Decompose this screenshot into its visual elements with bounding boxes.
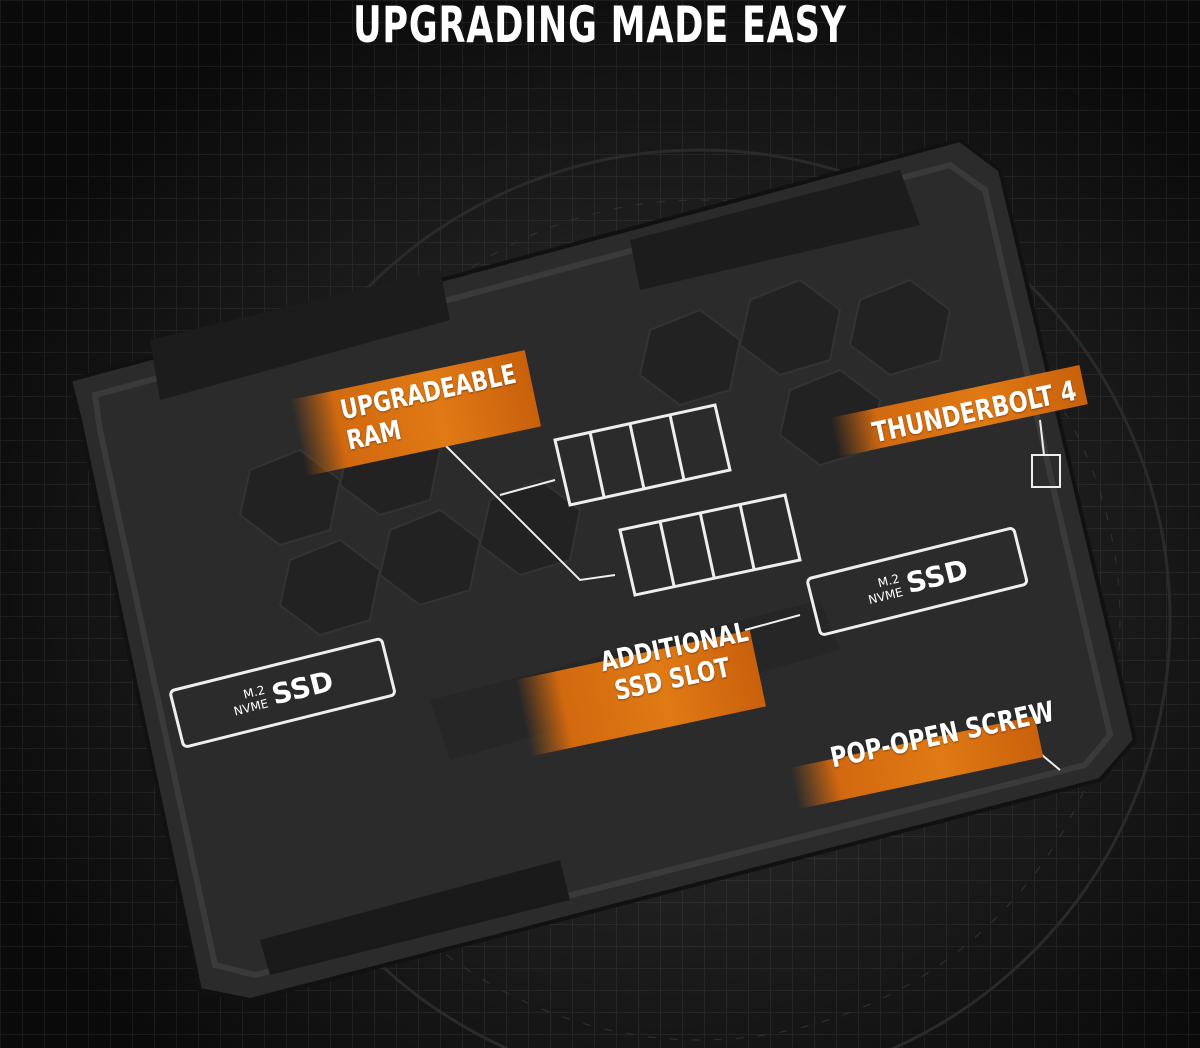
- decor-ring-dashed: [279, 199, 1121, 1041]
- leader-lines: [439, 439, 1061, 771]
- ram-module-1: [553, 403, 732, 507]
- ssd-left-nvme: NVME: [232, 695, 270, 718]
- thunderbolt-port: [1031, 419, 1061, 488]
- vent-top-left: [150, 270, 450, 400]
- ssd-left-label: SSD: [268, 664, 337, 712]
- laptop-rim: [91, 161, 1114, 979]
- ssd-right-nvme: NVME: [866, 584, 905, 607]
- page-title: UPGRADING MADE EASY: [353, 0, 847, 54]
- ssd-right-label: SSD: [902, 552, 972, 601]
- vent-top-right: [630, 170, 920, 290]
- ram-module-2: [618, 493, 802, 597]
- rear-vent: [260, 860, 570, 975]
